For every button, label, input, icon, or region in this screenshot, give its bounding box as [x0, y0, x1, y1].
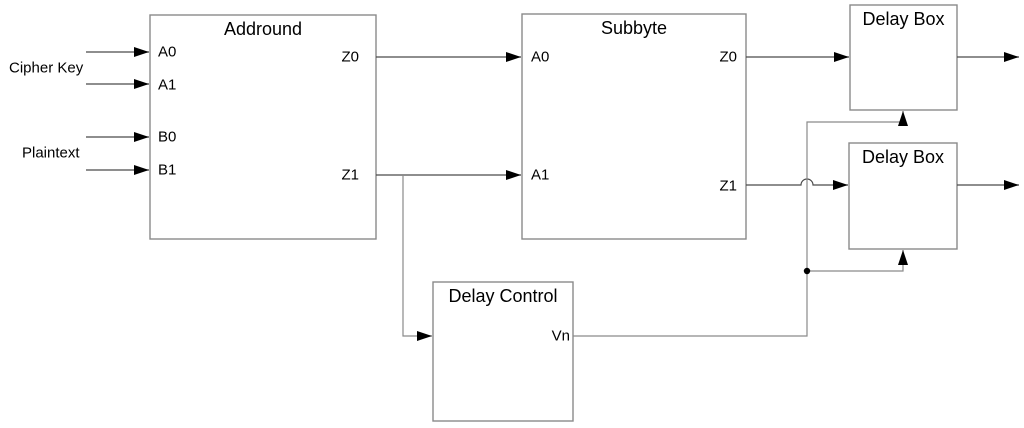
- subbyte-block: [521, 13, 747, 240]
- delay-control-title: Delay Control: [448, 286, 558, 306]
- delay-box-top-block: [849, 4, 958, 111]
- wire-subbyte-z1-to-delaybox-bottom: [746, 178, 848, 190]
- subbyte-title: Subbyte: [600, 18, 668, 38]
- plaintext-label: Plaintext: [22, 144, 80, 162]
- delay-box-bottom-title: Delay Box: [861, 147, 945, 167]
- addround-port-a0: A0: [158, 43, 177, 61]
- wire-z1-branch-to-delay-control: [402, 175, 432, 341]
- subbyte-port-a0: A0: [531, 48, 550, 66]
- delay-box-bottom-block: [848, 142, 958, 250]
- subbyte-port-z0: Z0: [719, 48, 737, 66]
- wire-vn-to-delaybox-top: [573, 111, 908, 337]
- subbyte-port-a1: A1: [531, 166, 550, 184]
- delay-control-port-vn: Vn: [551, 327, 570, 345]
- addround-port-b0: B0: [158, 128, 177, 146]
- addround-port-z1: Z1: [341, 166, 359, 184]
- addround-block: [149, 14, 377, 240]
- subbyte-port-z1: Z1: [719, 177, 737, 195]
- delay-control-block: [432, 281, 574, 422]
- addround-title: Addround: [223, 19, 303, 39]
- junction-dot: [803, 267, 811, 275]
- addround-port-a1: A1: [158, 76, 177, 94]
- delay-box-top-title: Delay Box: [862, 9, 945, 29]
- addround-port-z0: Z0: [341, 48, 359, 66]
- addround-port-b1: B1: [158, 161, 177, 179]
- wire-vn-branch-to-delaybox-bottom: [807, 250, 908, 272]
- cipher-key-label: Cipher Key: [9, 59, 84, 77]
